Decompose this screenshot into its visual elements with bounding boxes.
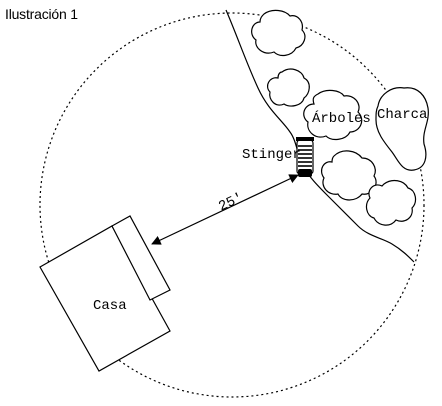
- coverage-radius-circle: [39, 12, 425, 398]
- tree-canopy-icon: [251, 9, 306, 57]
- stinger-device-icon: [296, 137, 314, 177]
- tree-canopy-icon: [266, 68, 310, 107]
- device-label: Stinger: [242, 147, 301, 163]
- distance-label: 25': [216, 190, 246, 215]
- trees-label: Árboles: [312, 109, 371, 127]
- figure-caption: Ilustración 1: [5, 6, 78, 22]
- distance-arrow: [151, 174, 299, 245]
- pond-outline-icon: [375, 87, 429, 171]
- pond-label: Charca: [377, 107, 427, 123]
- tree-canopy-icon: [303, 89, 363, 141]
- house-outline-icon: [39, 215, 171, 372]
- tree-canopy-icon: [365, 179, 417, 226]
- house-label: Casa: [93, 298, 127, 314]
- tree-canopy-icon: [320, 150, 377, 201]
